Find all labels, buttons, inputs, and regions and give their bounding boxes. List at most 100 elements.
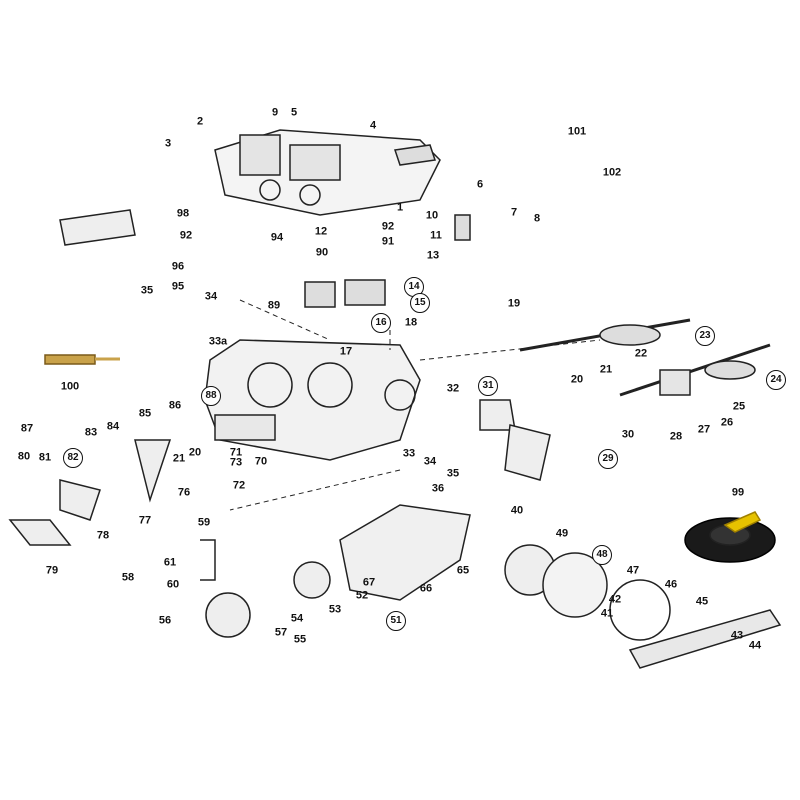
part-label-76: 76: [177, 486, 191, 499]
part-label-23: 23: [695, 326, 715, 346]
part-label-71: 71: [229, 446, 243, 459]
part-label-59: 59: [197, 516, 211, 529]
pump-assembly: [205, 399, 782, 669]
part-label-40: 40: [510, 504, 524, 517]
part-label-14: 14: [404, 277, 424, 297]
part-label-49: 49: [555, 527, 569, 540]
part-label-21: 21: [172, 452, 186, 465]
top-cover: [214, 129, 441, 216]
part-label-11: 11: [430, 229, 442, 242]
part-label-58: 58: [121, 571, 135, 584]
part-label-102: 102: [602, 166, 622, 179]
part-label-66: 66: [419, 582, 433, 595]
part-label-10: 10: [425, 209, 439, 222]
part-label-35: 35: [446, 467, 460, 480]
part-label-92: 92: [381, 220, 395, 233]
rotor-99: [684, 511, 776, 563]
part-label-60: 60: [166, 578, 180, 591]
part-label-83: 83: [84, 426, 98, 439]
part-label-33a: 33a: [208, 335, 228, 348]
part-label-91: 91: [381, 235, 395, 248]
part-label-94: 94: [270, 231, 284, 244]
part-label-46: 46: [664, 578, 678, 591]
part-label-84: 84: [106, 420, 120, 433]
part-label-31: 31: [478, 376, 498, 396]
part-label-34: 34: [423, 455, 437, 468]
part-label-8: 8: [533, 212, 541, 225]
part-label-88: 88: [201, 386, 221, 406]
part-label-51: 51: [386, 611, 406, 631]
part-label-17: 17: [339, 345, 353, 358]
part-label-89: 89: [267, 299, 281, 312]
part-label-12: 12: [314, 225, 328, 238]
part-label-13: 13: [426, 249, 440, 262]
part-label-7: 7: [510, 206, 518, 219]
part-label-61: 61: [163, 556, 177, 569]
brass-jet-100: [44, 354, 120, 365]
part-label-70: 70: [254, 455, 268, 468]
part-label-55: 55: [293, 633, 307, 646]
part-label-28: 28: [669, 430, 683, 443]
part-label-21: 21: [599, 363, 613, 376]
part-label-16: 16: [371, 313, 391, 333]
part-label-1: 1: [396, 201, 404, 214]
dashed-guide-lines: [229, 299, 601, 511]
part-label-33: 33: [402, 447, 416, 460]
part-label-20: 20: [570, 373, 584, 386]
part-label-43: 43: [730, 629, 744, 642]
part-label-67: 67: [362, 576, 376, 589]
part-label-99: 99: [731, 486, 745, 499]
part-label-79: 79: [45, 564, 59, 577]
part-label-36: 36: [431, 482, 445, 495]
part-label-19: 19: [507, 297, 521, 310]
part-label-87: 87: [20, 422, 34, 435]
part-label-42: 42: [608, 593, 622, 606]
part-label-25: 25: [732, 400, 746, 413]
part-label-77: 77: [138, 514, 152, 527]
part-label-35: 35: [140, 284, 154, 297]
part-label-6: 6: [476, 178, 484, 191]
part-label-32: 32: [446, 382, 460, 395]
part-label-54: 54: [290, 612, 304, 625]
part-label-47: 47: [626, 564, 640, 577]
part-label-27: 27: [697, 423, 711, 436]
part-label-18: 18: [404, 316, 418, 329]
part-label-100: 100: [60, 380, 80, 393]
part-label-15: 15: [410, 293, 430, 313]
part-label-53: 53: [328, 603, 342, 616]
part-label-3: 3: [164, 137, 172, 150]
part-label-24: 24: [766, 370, 786, 390]
part-label-96: 96: [171, 260, 185, 273]
part-label-22: 22: [634, 347, 648, 360]
part-label-73: 73: [229, 456, 243, 469]
part-label-78: 78: [96, 529, 110, 542]
part-label-80: 80: [17, 450, 31, 463]
part-label-34: 34: [204, 290, 218, 303]
throttle-shafts: [519, 318, 771, 397]
part-label-30: 30: [621, 428, 635, 441]
part-label-44: 44: [748, 639, 762, 652]
part-label-4: 4: [369, 119, 377, 132]
part-label-85: 85: [138, 407, 152, 420]
part-label-86: 86: [168, 399, 182, 412]
part-label-5: 5: [290, 106, 298, 119]
part-label-101: 101: [567, 125, 587, 138]
part-label-9: 9: [271, 106, 279, 119]
small-parts: [8, 209, 471, 581]
part-label-82: 82: [63, 448, 83, 468]
part-label-65: 65: [456, 564, 470, 577]
part-label-48: 48: [592, 545, 612, 565]
part-label-29: 29: [598, 449, 618, 469]
part-label-57: 57: [274, 626, 288, 639]
part-label-41: 41: [600, 607, 614, 620]
part-label-2: 2: [196, 115, 204, 128]
part-label-26: 26: [720, 416, 734, 429]
part-label-90: 90: [315, 246, 329, 259]
part-label-81: 81: [38, 451, 52, 464]
part-label-92: 92: [179, 229, 193, 242]
part-label-52: 52: [355, 589, 369, 602]
part-label-72: 72: [232, 479, 246, 492]
main-body: [204, 339, 421, 461]
